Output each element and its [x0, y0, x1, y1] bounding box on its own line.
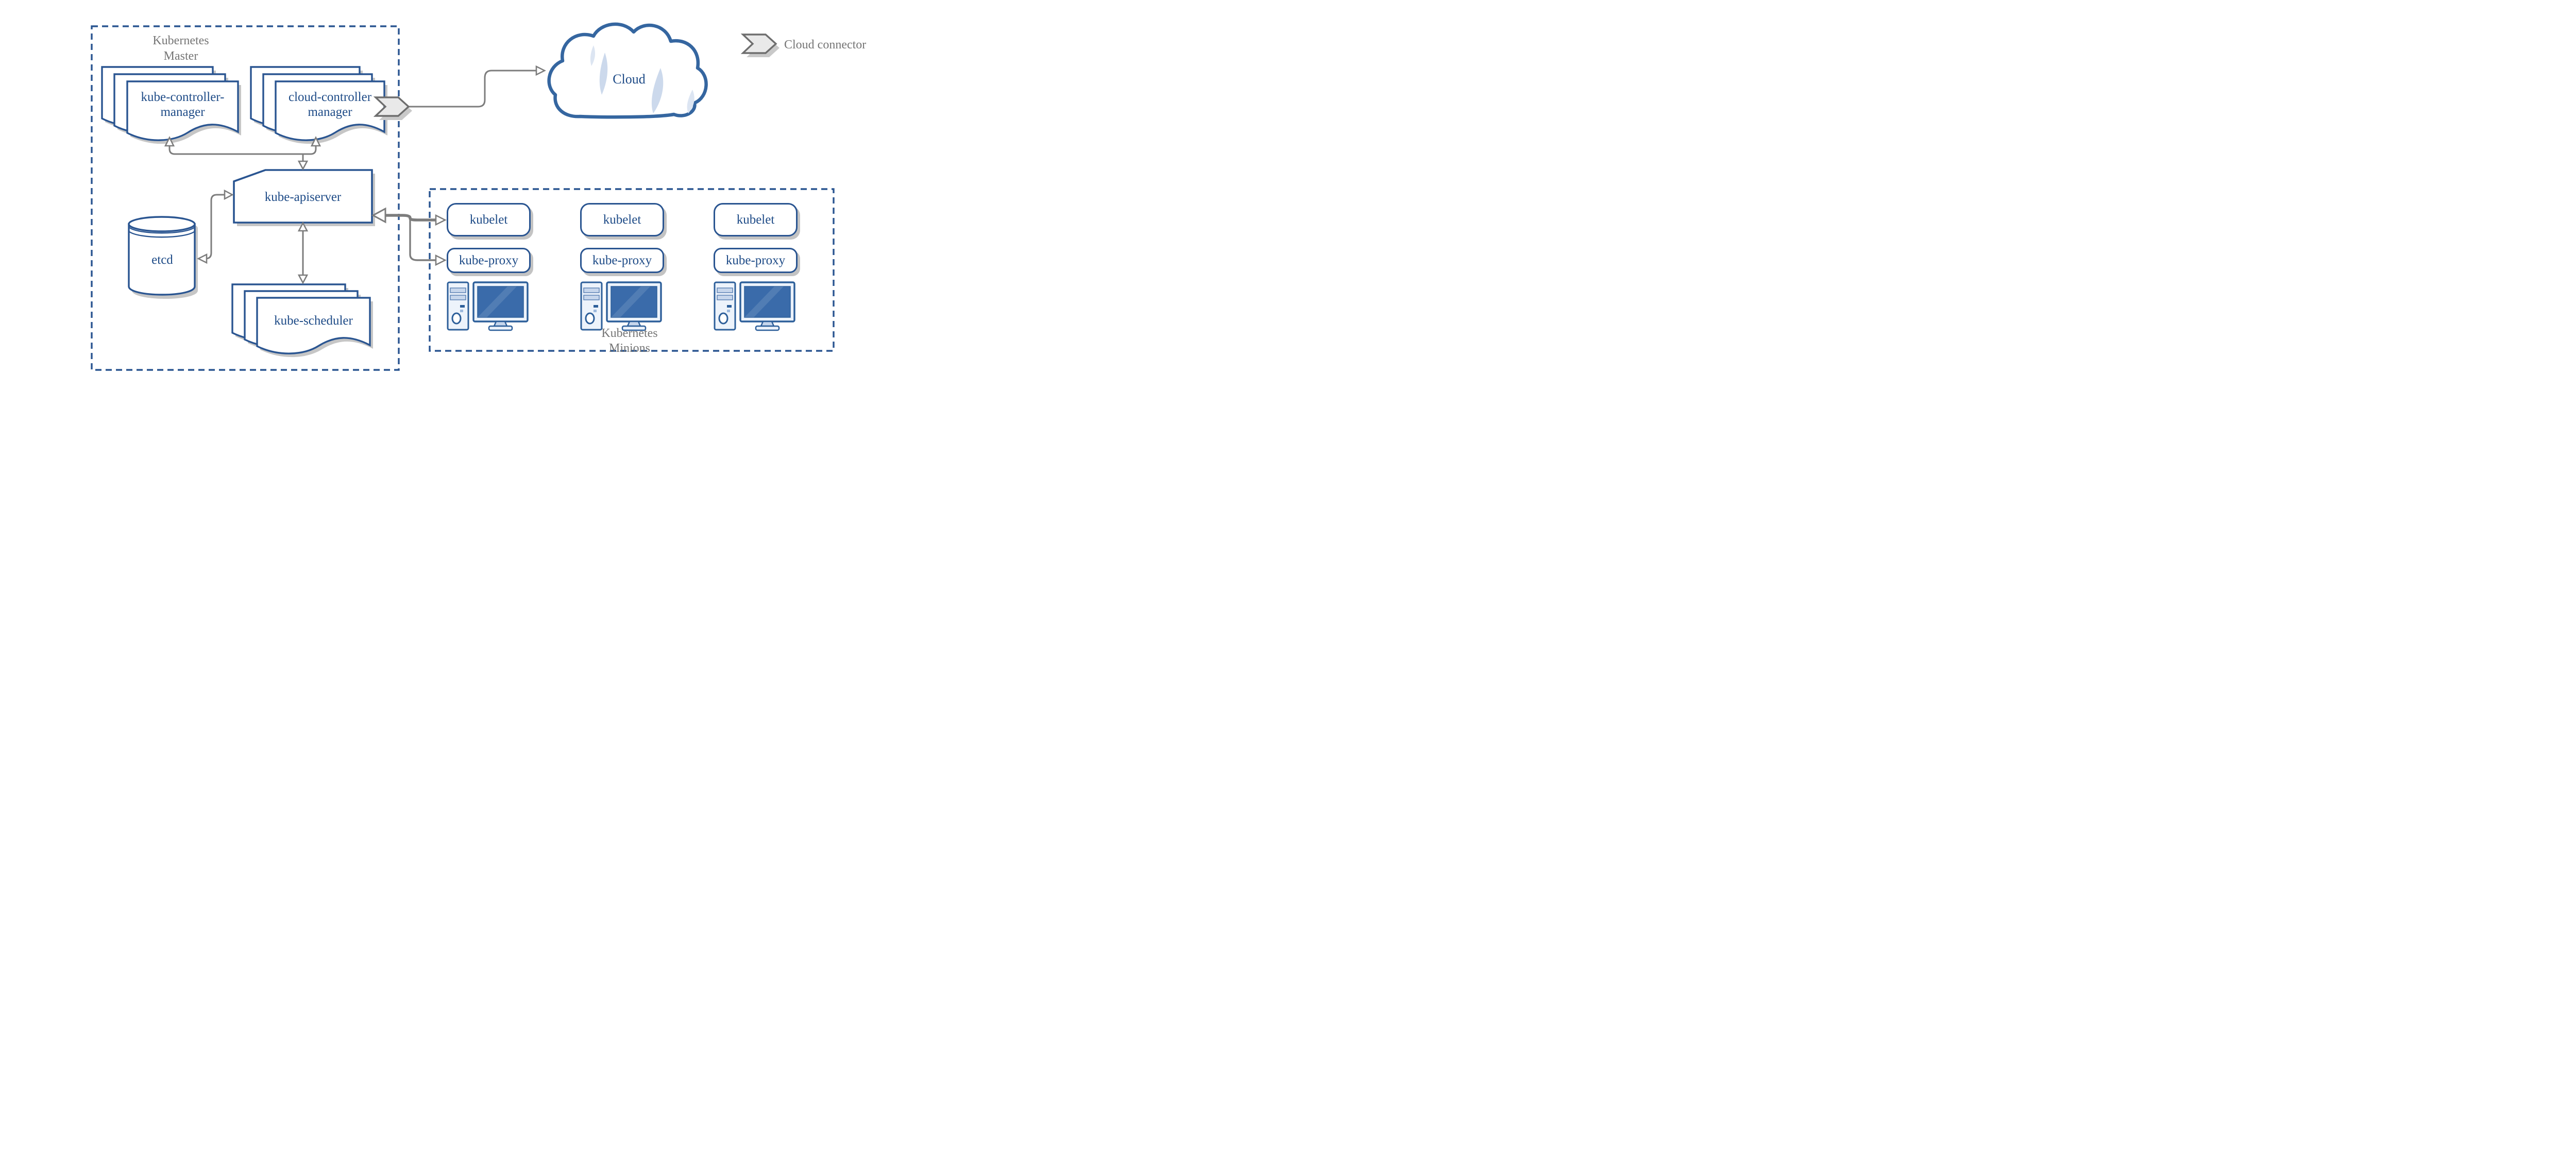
cloud-controller-manager-line1: cloud-controller	[288, 90, 372, 104]
arrowhead-down-scheduler	[297, 274, 309, 284]
computer-icon-node-3	[714, 281, 795, 331]
kube-apiserver-card-icon	[233, 169, 375, 226]
cloud-highlight-right	[651, 68, 664, 113]
legend-chevron-icon	[740, 33, 779, 57]
arrowhead-right-into-kube-proxy	[435, 254, 447, 266]
cloud-controller-manager-line2: manager	[308, 105, 352, 119]
node1-kube-proxy-box: kube-proxy	[447, 248, 531, 273]
kube-controller-manager-line2: manager	[160, 105, 205, 119]
minions-group-label: Kubernetes Minions	[578, 326, 681, 356]
arrowhead-left-into-apiserver-right	[371, 207, 386, 224]
cloud-label: Cloud	[613, 72, 646, 87]
arrow-connector-to-cloud	[409, 70, 536, 108]
cloud-highlight-small-top	[590, 45, 596, 66]
kube-scheduler-label: kube-scheduler	[274, 314, 353, 328]
master-group-label: Kubernetes Master	[129, 33, 232, 64]
kube-controller-manager-stack-icon	[101, 66, 241, 144]
master-group-border	[91, 25, 400, 371]
minions-group-border	[429, 188, 835, 352]
master-group-label-line1: Kubernetes	[152, 34, 209, 47]
diagram-shapes-layer	[91, 22, 835, 371]
kube-apiserver-label: kube-apiserver	[264, 190, 342, 204]
node3-kube-proxy-label: kube-proxy	[725, 253, 786, 267]
arrow-branch-kube-proxy	[409, 218, 436, 261]
cloud-icon	[547, 22, 708, 119]
arrowhead-up-cloud-controller-manager	[310, 136, 321, 147]
cloud-highlight-left	[599, 53, 608, 95]
node3-kube-proxy-box: kube-proxy	[714, 248, 798, 273]
node1-kubelet-label: kubelet	[469, 212, 508, 227]
legend-label: Cloud connector	[784, 38, 867, 52]
arrowhead-down-apiserver-top	[297, 160, 309, 171]
node2-kubelet-label: kubelet	[603, 212, 641, 227]
arrowheads	[164, 65, 546, 284]
cloud-highlight-corner	[687, 90, 694, 113]
etcd-cylinder-icon	[128, 216, 198, 299]
arrowhead-left-into-etcd	[197, 253, 208, 264]
arrowhead-up-apiserver-bottom	[297, 222, 309, 232]
etcd-label: etcd	[151, 253, 173, 267]
connector-lines	[168, 70, 536, 275]
node1-kubelet-box: kubelet	[447, 203, 531, 236]
minions-group-label-line2: Minions	[608, 342, 650, 355]
kube-scheduler-stack-icon	[231, 283, 373, 358]
node2-kube-proxy-box: kube-proxy	[580, 248, 664, 273]
arrow-apiserver-etcd	[205, 194, 225, 260]
kubernetes-architecture-diagram: Kubernetes Master kube-controller- manag…	[0, 0, 888, 384]
cloud-connector-chevron-icon	[373, 96, 412, 120]
node3-kubelet-label: kubelet	[736, 212, 775, 227]
cloud-controller-manager-label: cloud-controller manager	[276, 90, 384, 120]
arrowhead-up-kube-controller-manager	[164, 136, 175, 147]
cloud-controller-manager-stack-icon	[250, 66, 387, 144]
node2-kube-proxy-label: kube-proxy	[592, 253, 652, 267]
minions-group-label-line1: Kubernetes	[601, 327, 658, 340]
computer-icon-node-2	[580, 281, 662, 331]
node3-kubelet-box: kubelet	[714, 203, 798, 236]
arrow-trunk-apiserver-kubelet	[385, 214, 436, 222]
node1-kube-proxy-label: kube-proxy	[459, 253, 519, 267]
arrowhead-right-into-cloud	[535, 65, 546, 76]
master-group-label-line2: Master	[163, 49, 198, 63]
node2-kubelet-box: kubelet	[580, 203, 664, 236]
kube-controller-manager-line1: kube-controller-	[141, 90, 225, 104]
computer-icon-node-1	[447, 281, 529, 331]
kube-controller-manager-label: kube-controller- manager	[127, 90, 238, 120]
arrow-apiserver-to-controller-managers	[168, 146, 317, 155]
arrowhead-right-into-kubelet	[435, 214, 447, 226]
arrowhead-right-into-apiserver-left	[224, 189, 234, 200]
